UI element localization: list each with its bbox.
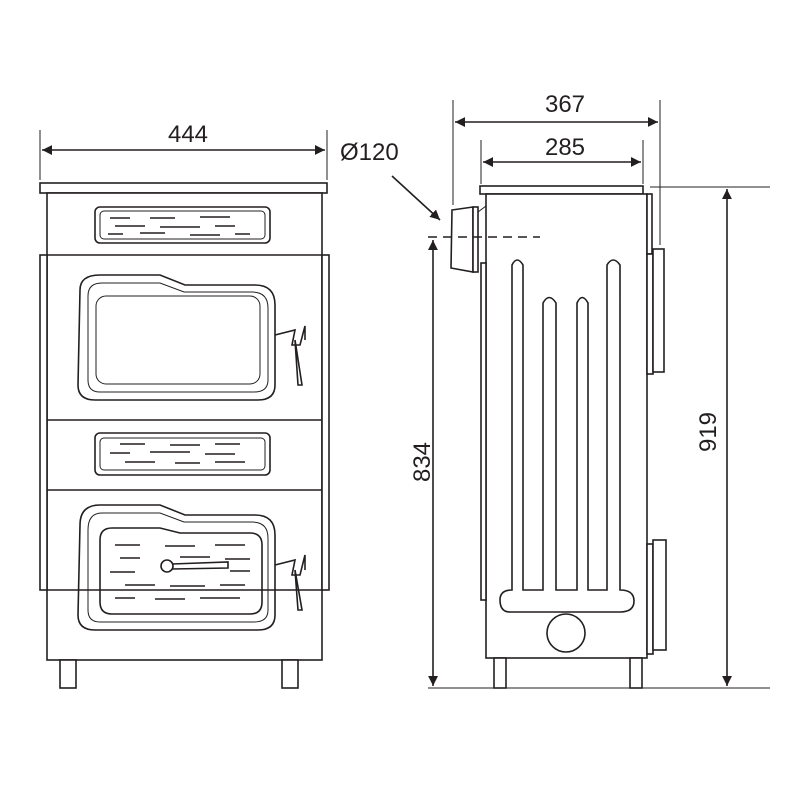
- width-dimension: 444: [39, 121, 328, 180]
- front-right-leg: [281, 659, 299, 689]
- flue-height-dimension: 834: [409, 240, 436, 686]
- heat-exchanger-tubes: [499, 259, 635, 613]
- door-handle: [274, 325, 306, 386]
- front-body: [46, 192, 323, 661]
- flue-diameter-callout: Ø120: [340, 139, 441, 221]
- upper-air-vent: [94, 206, 271, 244]
- side-body: [485, 193, 648, 659]
- air-inlet: [546, 613, 586, 653]
- body-depth-label: 285: [545, 134, 585, 161]
- rear-panel-lower: [652, 539, 667, 651]
- right-side-panel: [321, 254, 330, 591]
- side-top-plate: [479, 185, 644, 195]
- front-view: [39, 182, 330, 689]
- firebox-door: [77, 504, 306, 631]
- upper-oven-door: [77, 274, 306, 401]
- total-height-dimension: 919: [428, 186, 770, 689]
- side-rear-leg: [629, 657, 643, 689]
- total-depth-dimension: 367: [452, 91, 661, 245]
- middle-air-vent: [94, 432, 271, 476]
- total-depth-label: 367: [545, 91, 585, 118]
- width-label: 444: [168, 121, 208, 148]
- door-handle: [274, 554, 306, 611]
- front-edge-strip: [480, 262, 487, 601]
- rear-panel-upper: [652, 248, 665, 373]
- flue-height-label: 834: [409, 442, 436, 482]
- front-left-leg: [59, 659, 77, 689]
- left-side-panel: [39, 254, 48, 591]
- total-height-label: 919: [695, 412, 722, 452]
- flue-pipe: [450, 205, 487, 273]
- side-front-leg: [493, 657, 507, 689]
- body-depth-dimension: 285: [480, 134, 644, 184]
- door-latch: [171, 561, 229, 570]
- top-plate: [39, 182, 328, 194]
- side-view: [450, 185, 667, 689]
- flue-diameter-label: Ø120: [340, 139, 399, 166]
